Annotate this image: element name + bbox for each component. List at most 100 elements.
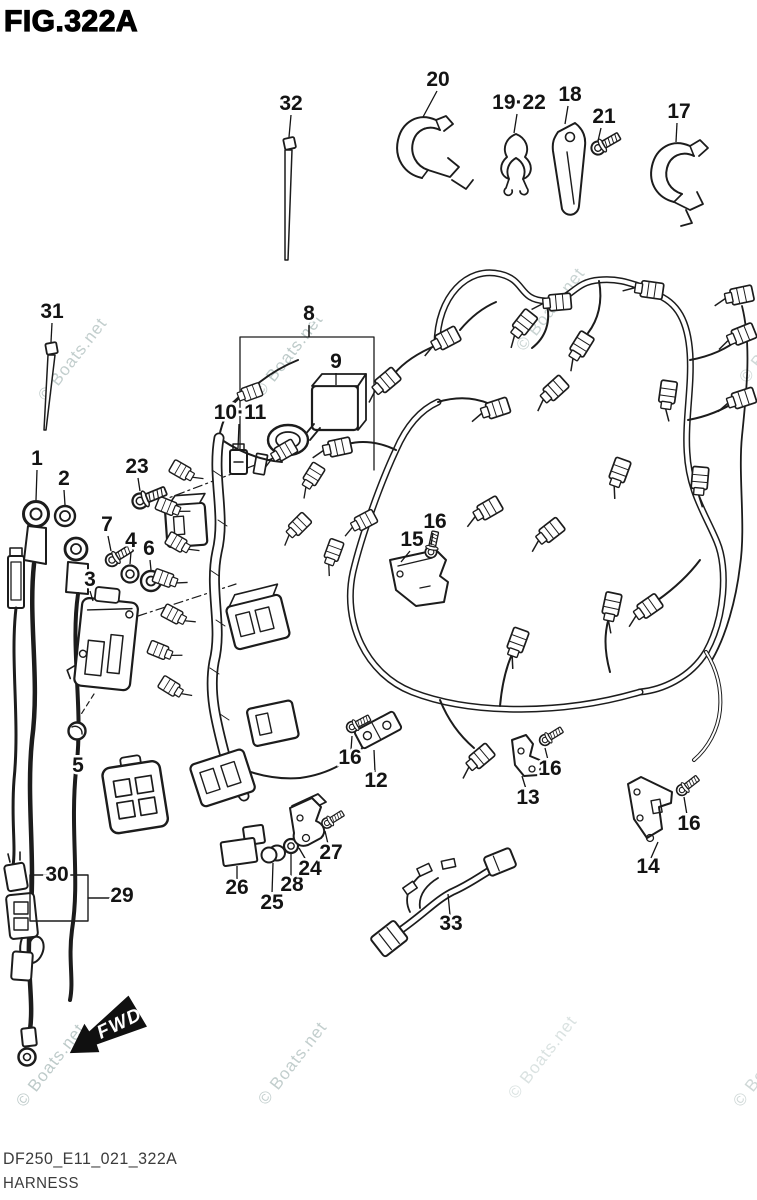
connector-icon: [714, 284, 755, 307]
part-callout-25: 25: [260, 891, 284, 914]
screw-icon: [424, 530, 440, 559]
part-leader-line: [50, 322, 53, 343]
connector-icon: [323, 537, 345, 577]
part-callout-19-22: 19·22: [492, 91, 546, 114]
nut-28-art: [282, 837, 300, 855]
part-callout-13: 13: [516, 786, 539, 809]
part-leader-line: [76, 740, 79, 758]
connector-icon: [368, 366, 402, 403]
part-callout-17: 17: [667, 100, 690, 123]
part-callout-16-4: 16: [677, 812, 700, 835]
connector-icon: [160, 603, 196, 625]
connector-icon: [657, 379, 679, 422]
part-leader-line: [597, 127, 602, 142]
part-callout-18: 18: [558, 83, 582, 106]
connector-icon: [717, 386, 757, 413]
part-callout-16: 16: [423, 510, 446, 533]
part-callout-6: 6: [143, 537, 155, 560]
part-leader-line: [544, 747, 549, 761]
connector-icon: [301, 461, 326, 499]
part-callout-5: 5: [72, 754, 84, 777]
cable-2-art: [53, 504, 89, 1002]
connector-icon: [462, 742, 496, 779]
part-callout-21: 21: [592, 105, 616, 128]
connector-icon: [537, 374, 570, 412]
part-callout-12: 12: [364, 769, 387, 792]
part-leader-line: [35, 469, 38, 501]
grommet-5-art: [67, 721, 87, 741]
part-leader-line: [237, 423, 240, 449]
mount-dash-line: [79, 693, 95, 717]
connector-icon: [628, 593, 664, 628]
part-callout-30: 30: [45, 863, 68, 886]
connector-icon: [601, 591, 623, 634]
part-callout-8: 8: [303, 302, 315, 325]
part-callout-4: 4: [125, 529, 137, 552]
part-callout-14: 14: [636, 855, 660, 878]
part-callout-24: 24: [298, 857, 322, 880]
harness-artwork: FWD: [3, 115, 749, 1067]
part-leader-line: [400, 550, 411, 563]
connector-icon: [622, 279, 665, 301]
clamp-20-art: [396, 115, 474, 190]
part-leader-line: [675, 122, 678, 143]
sleeve-25-art: [260, 844, 286, 864]
footer-part-code: DF250_E11_021_322A: [3, 1149, 178, 1168]
connector-icon: [424, 325, 462, 357]
watermark-text: © Boats.net: [254, 1018, 331, 1109]
connector-icon: [510, 308, 539, 349]
watermark-text: © Boats.net: [729, 1020, 757, 1111]
connector-icon: [157, 675, 193, 698]
part-callout-28: 28: [280, 873, 304, 896]
screw-icon: [675, 775, 700, 797]
screw-icon: [345, 714, 372, 734]
part-callout-7: 7: [101, 513, 113, 536]
bracket-14-art: [627, 776, 673, 843]
part-callout-33: 33: [439, 912, 462, 935]
clip-19-22-art: [500, 133, 532, 197]
connector-icon: [531, 292, 573, 312]
part-leader-line: [324, 830, 329, 845]
watermark-text: © Boats.net: [504, 1012, 581, 1103]
screw-icon: [131, 486, 168, 510]
connector-icon: [344, 508, 379, 537]
part-callout-3: 3: [84, 568, 96, 591]
connector-icon: [718, 322, 757, 351]
part-callout-16-2: 16: [338, 746, 361, 769]
cable-tie-31-art: [43, 341, 59, 431]
part-callout-26: 26: [225, 876, 248, 899]
part-callout-31: 31: [40, 300, 64, 323]
part-leader-line: [107, 535, 112, 552]
part-callout-20: 20: [426, 68, 449, 91]
harness-trunk-art: [346, 269, 749, 762]
relay-26-art: [219, 823, 266, 867]
part-leader-line: [271, 862, 274, 895]
part-callout-23: 23: [125, 455, 148, 478]
part-leader-line: [447, 893, 451, 916]
part-leader-line: [513, 113, 518, 134]
screw-icon: [590, 132, 622, 156]
part-leader-line: [288, 114, 292, 138]
cable-tie-32-art: [282, 136, 297, 261]
ecu-plate-3-art: [66, 586, 139, 692]
connector-icon: [265, 438, 299, 468]
connector-icon: [284, 511, 313, 546]
screw-icon: [538, 726, 564, 747]
screw-icon: [104, 544, 134, 568]
part-callout-2: 2: [58, 467, 70, 490]
strap-18-art: [551, 122, 587, 216]
connector-icon: [164, 531, 200, 554]
part-callout-29: 29: [110, 884, 133, 907]
part-callout-9: 9: [330, 350, 342, 373]
connector-icon: [506, 626, 530, 669]
part-callout-1: 1: [31, 447, 43, 470]
connector-icon: [466, 495, 504, 528]
part-leader-line: [137, 477, 141, 492]
part-callout-10-11: 10·11: [214, 401, 267, 424]
bracket-13-art: [511, 734, 543, 777]
connector-icon: [151, 568, 188, 588]
screw-icon: [321, 810, 345, 829]
bracket-12-art: [353, 710, 403, 750]
